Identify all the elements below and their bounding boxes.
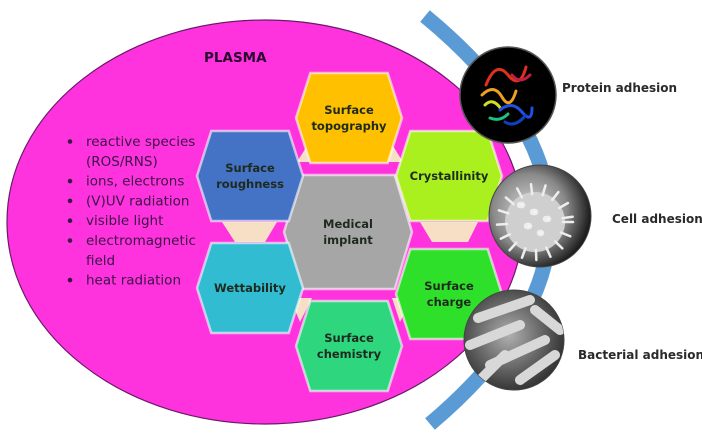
hex-crystallinity: Crystallinity xyxy=(394,129,504,223)
bullet-dot xyxy=(67,178,73,184)
hex-surface-roughness-label-2: roughness xyxy=(216,177,284,191)
plasma-title: PLASMA xyxy=(204,50,267,66)
hex-surface-charge-label-2: charge xyxy=(427,295,472,309)
hex-medical-implant: Medical implant xyxy=(282,173,414,291)
hex-wettability-label: Wettability xyxy=(214,281,286,295)
plasma-bullet-text: ions, electrons xyxy=(86,174,184,190)
hex-crystallinity-label: Crystallinity xyxy=(410,169,489,183)
plasma-bullet-text: (V)UV radiation xyxy=(86,193,189,209)
outcome-label-bacterial: Bacterial adhesion xyxy=(578,348,702,362)
hex-surface-roughness: Surface roughness xyxy=(195,129,305,223)
hex-surface-charge-label-1: Surface xyxy=(424,279,474,293)
hex-surface-roughness-label-1: Surface xyxy=(225,161,275,175)
plasma-bullet-text: visible light xyxy=(86,213,163,229)
hex-surface-topography-label-1: Surface xyxy=(324,103,374,117)
plasma-bullet-text: reactive species xyxy=(86,134,195,150)
cell-sem-image xyxy=(488,164,592,268)
outcome-label-protein: Protein adhesion xyxy=(562,81,677,95)
hex-surface-chemistry: Surface chemistry xyxy=(294,299,404,393)
bacteria-sem-image xyxy=(463,289,565,391)
bullet-dot xyxy=(67,139,73,144)
plasma-bullet-list: reactive species (ROS/RNS) ions, electrons… xyxy=(67,134,196,289)
hex-surface-chemistry-label-1: Surface xyxy=(324,331,374,345)
bullet-dot xyxy=(67,238,73,243)
bullet-dot xyxy=(67,198,73,204)
hex-wettability: Wettability xyxy=(195,241,305,335)
hex-surface-topography: Surface topography xyxy=(294,71,404,165)
protein-structure-image xyxy=(459,46,557,144)
hex-medical-implant-label-2: implant xyxy=(323,233,373,247)
plasma-bullet-text: field xyxy=(86,253,115,269)
plasma-bullet-text: heat radiation xyxy=(86,273,181,289)
outcome-label-cell: Cell adhesion xyxy=(612,212,702,226)
plasma-bullet-text: electromagnetic xyxy=(86,233,196,249)
hex-medical-implant-label-1: Medical xyxy=(323,217,373,231)
hex-surface-topography-label-2: topography xyxy=(311,119,387,133)
plasma-bullet-text: (ROS/RNS) xyxy=(86,154,158,170)
bullet-dot xyxy=(67,277,73,283)
bullet-dot xyxy=(67,218,73,223)
hex-surface-chemistry-label-2: chemistry xyxy=(317,347,382,361)
